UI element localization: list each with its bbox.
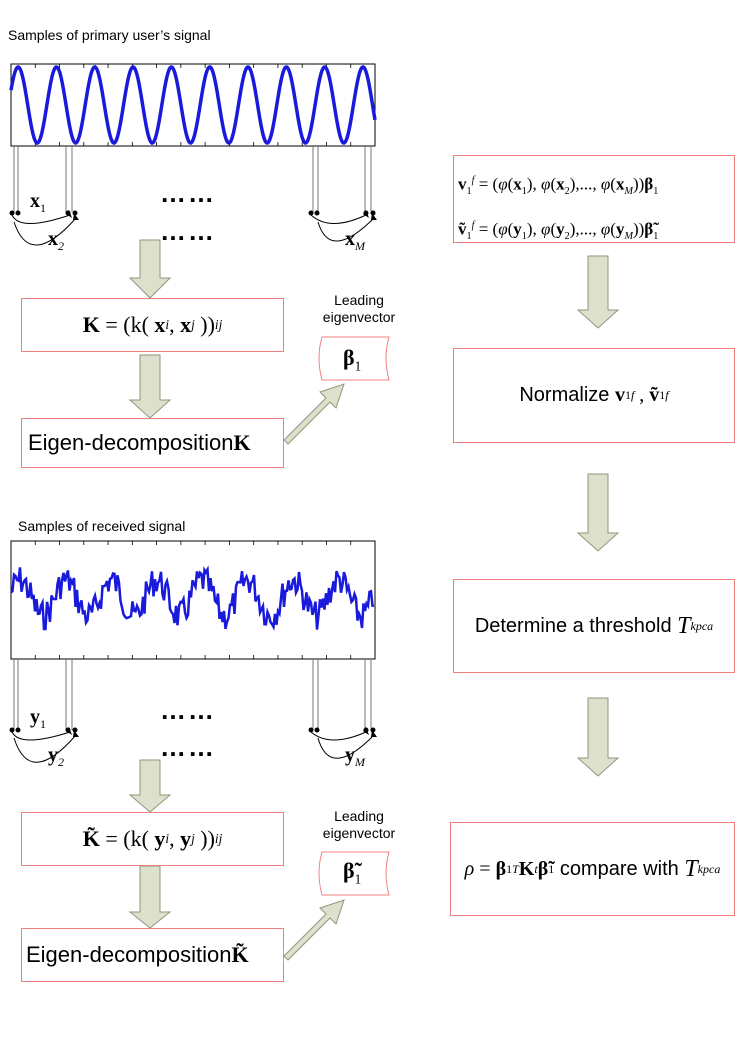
primary-signal-title: Samples of primary user’s signal xyxy=(8,27,211,43)
sample-label-x2: x2 xyxy=(48,228,64,253)
received-signal-waveform xyxy=(10,565,375,631)
received-arrowheads xyxy=(66,727,377,737)
sample-label-y2: y2 xyxy=(48,744,64,769)
primary-arrowheads xyxy=(66,210,377,220)
ellipsis-dots: …… xyxy=(160,732,216,762)
wavy-tape-icon xyxy=(318,851,390,896)
received-plot-ticks xyxy=(34,541,352,659)
beta-symbol: β1 xyxy=(343,345,362,374)
primary-sample-dots xyxy=(9,210,376,216)
sample-label-yM: yM xyxy=(345,744,365,769)
projection-equation-v-tilde: ṽ1f = (φ(y1), φ(y2),..., φ(yM))β̃1 xyxy=(458,219,659,243)
primary-sample-lines xyxy=(13,146,372,212)
beta-tilde-symbol: β̃1 xyxy=(343,858,362,887)
block-diagonal-arrow-icon xyxy=(283,383,345,961)
ellipsis-dots: …… xyxy=(160,178,216,208)
ellipsis-dots: …… xyxy=(160,216,216,246)
projection-equations-box: v1f = (φ(x1), φ(x2),..., φ(xM))β1 ṽ1f = … xyxy=(453,155,735,243)
block-down-arrow-icon xyxy=(576,255,620,777)
received-sample-arcs xyxy=(11,731,375,763)
wavy-tape-icon xyxy=(318,336,390,381)
block-down-arrow-icon xyxy=(128,239,172,929)
sample-label-x1: x1 xyxy=(30,190,46,215)
sample-label-y1: y1 xyxy=(30,706,46,731)
ellipsis-dots: …… xyxy=(160,695,216,725)
received-signal-title: Samples of received signal xyxy=(18,518,186,534)
primary-plot-ticks xyxy=(34,64,352,146)
received-signal-plot xyxy=(10,540,376,660)
primary-signal-waveform xyxy=(9,65,377,145)
primary-sample-arcs xyxy=(11,214,375,246)
sample-label-xM: xM xyxy=(345,228,365,253)
projection-equation-v: v1f = (φ(x1), φ(x2),..., φ(xM))β1 xyxy=(458,174,659,198)
received-sample-lines xyxy=(13,659,372,730)
